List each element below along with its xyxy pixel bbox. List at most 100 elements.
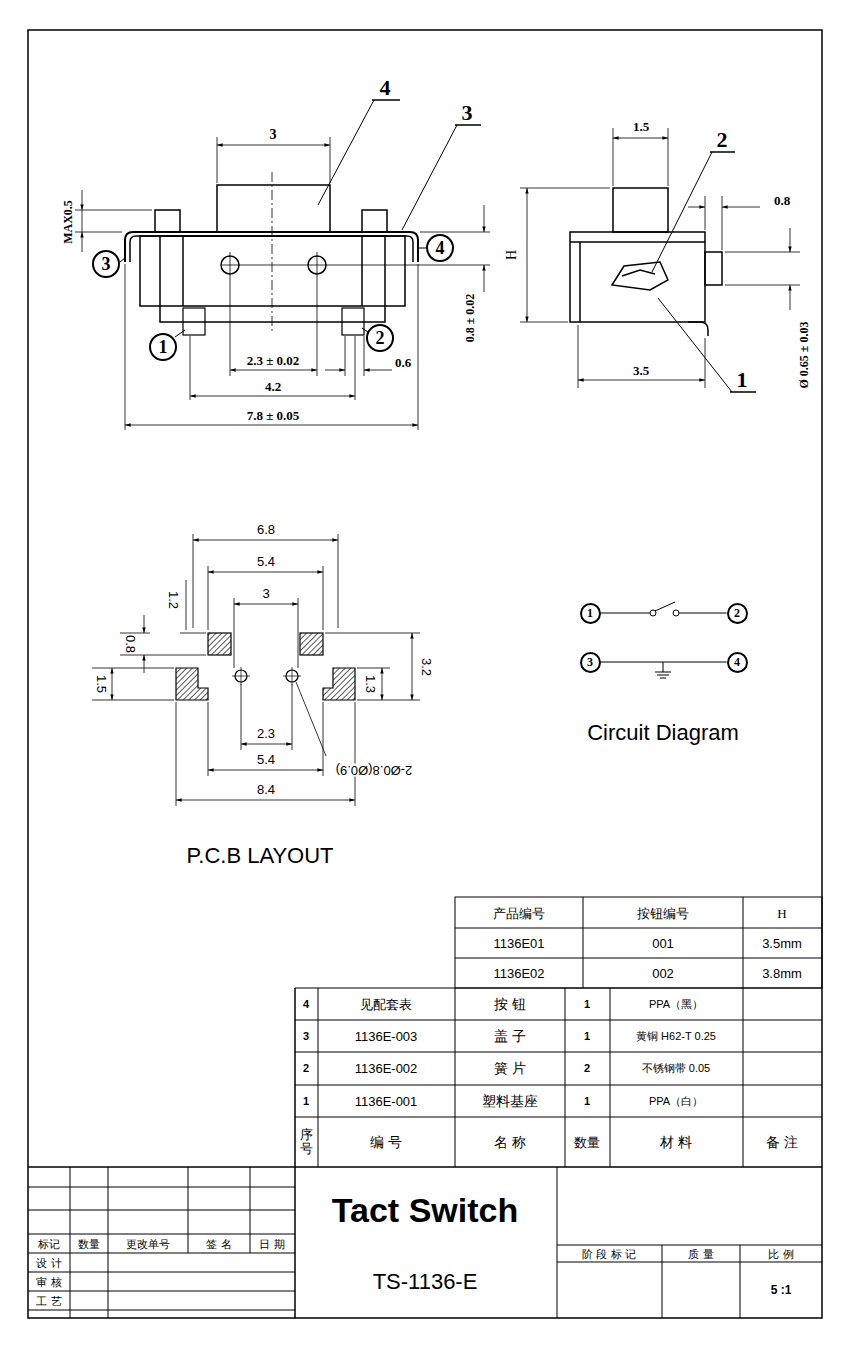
title-block-grid-part — [743, 897, 744, 988]
drawing-label: 1.2 — [167, 590, 180, 610]
side-dimension-lines-part — [790, 228, 791, 252]
side-dimension-lines-part — [722, 196, 723, 250]
callout-number: 3 — [102, 255, 111, 273]
dimension-lines-part — [217, 145, 330, 146]
drawing-label: H — [505, 249, 519, 261]
dimension-lines-part — [418, 264, 419, 430]
drawing-label: 设 计 — [35, 1258, 62, 1269]
front-view-part — [361, 236, 363, 306]
leader-lines-part — [730, 391, 756, 393]
title-block-grid-part — [455, 988, 456, 1167]
drawing-label: 更改单号 — [125, 1239, 171, 1250]
drawing-label: 1.3 — [364, 674, 377, 694]
pcb-dimension-lines-part — [208, 770, 323, 771]
side-view-part — [579, 242, 581, 322]
callout-number: 2 — [376, 329, 385, 347]
pcb-layout-part — [292, 667, 293, 685]
circuit-wire — [601, 613, 727, 614]
pcb-dimension-lines-part — [323, 702, 324, 776]
title-block-grid-part — [455, 958, 822, 959]
callout-number: 1 — [587, 607, 593, 619]
drawing-label: 4 — [379, 77, 392, 99]
drawing-label: 3.8mm — [761, 967, 803, 980]
drawing-label: 2.3 — [256, 727, 276, 740]
pcb-dimension-lines-part — [144, 615, 145, 633]
drawing-label: 5 :1 — [770, 1284, 793, 1296]
dimension-lines-part — [364, 370, 392, 371]
leader-lines-part — [175, 330, 185, 337]
pcb-dimension-lines-part — [208, 702, 209, 776]
dimension-lines-part — [190, 396, 355, 397]
drawing-label: 0.8 — [124, 634, 137, 654]
title-block-grid-part — [557, 1167, 558, 1318]
drawing-label: 数量 — [77, 1239, 101, 1250]
front-view-part — [140, 236, 405, 306]
side-dimension-lines-part — [613, 128, 614, 186]
title-block-grid-part — [28, 1253, 295, 1254]
pcb-dimension-lines-part — [180, 633, 206, 634]
side-dimension-lines-part — [668, 128, 669, 186]
drawing-label: 0.6 — [394, 356, 412, 369]
callout-number: 4 — [436, 239, 445, 257]
dimension-lines-part — [484, 205, 485, 232]
title-block-grid-part — [28, 1291, 295, 1292]
pcb-dimension-lines-part — [338, 534, 339, 628]
side-view-part — [622, 270, 655, 276]
pcb-dimension-lines-part — [112, 668, 113, 700]
drawing-label: 1 — [583, 1031, 591, 1042]
title-block-grid-part — [743, 988, 744, 1167]
drawing-label: 阶 段 标 记 — [581, 1249, 636, 1260]
drawing-label: 工 艺 — [35, 1296, 62, 1307]
pcb-dimension-lines-part — [241, 744, 292, 745]
callout-number: 2 — [734, 607, 740, 619]
callout-circle: 4 — [426, 234, 454, 262]
callout-circle: 3 — [92, 250, 120, 278]
title-block-grid-part — [583, 897, 584, 988]
drawing-label: Circuit Diagram — [586, 722, 740, 744]
pcb-dimension-lines-part — [208, 572, 323, 573]
leader-lines-part — [318, 100, 374, 205]
drawing-label: 审 核 — [35, 1277, 62, 1288]
dimension-lines-part — [330, 137, 331, 183]
side-view — [570, 188, 722, 336]
drawing-label: 1136E02 — [492, 967, 545, 980]
front-view-part — [183, 308, 205, 335]
pcb-dimension-lines-part — [355, 702, 356, 806]
drawing-label: 3.2 — [420, 657, 433, 677]
dimension-lines-part — [484, 265, 485, 292]
leader-lines — [120, 100, 756, 392]
circuit-wire — [601, 662, 727, 663]
drawing-label: 1136E-002 — [354, 1062, 419, 1075]
drawing-label: 塑料基座 — [481, 1094, 539, 1108]
leader-lines-part — [402, 125, 457, 230]
sheet-frame — [28, 30, 822, 1318]
leader-lines-part — [658, 298, 732, 392]
callout-circle: 1 — [580, 603, 601, 624]
drawing-label: 0.8 — [773, 194, 791, 207]
drawing-label: 1136E-003 — [354, 1030, 419, 1043]
dimension-lines-part — [230, 252, 231, 376]
callout-circle: 2 — [727, 603, 748, 624]
drawing-label: 6.8 — [256, 523, 276, 536]
drawing-label: 002 — [651, 967, 675, 980]
pcb-dimension-lines-part — [357, 700, 420, 701]
drawing-label: 3 — [302, 1031, 310, 1042]
drawing-label: 备 注 — [765, 1135, 799, 1149]
drawing-label: 2 — [302, 1063, 310, 1074]
drawing-label: 不锈钢带 0.05 — [641, 1063, 711, 1074]
title-block-grid-part — [108, 1167, 109, 1318]
callout-number: 4 — [734, 656, 740, 668]
drawing-label: 3 — [269, 128, 278, 142]
dimension-lines-part — [75, 210, 152, 211]
side-dimension-lines-part — [520, 188, 610, 189]
drawing-label: 001 — [651, 937, 675, 950]
side-view-part — [570, 232, 705, 322]
side-dimension-lines-part — [790, 285, 791, 310]
pcb-dimension-lines-part — [234, 604, 298, 605]
drawing-label: 黄铜 H62-T 0.25 — [635, 1031, 717, 1042]
drawing-label: 1.5 — [95, 674, 108, 694]
pcb-dimension-lines-part — [193, 534, 194, 628]
title-block-grid-part — [740, 1245, 741, 1318]
drawing-label: 材 料 — [659, 1135, 693, 1149]
